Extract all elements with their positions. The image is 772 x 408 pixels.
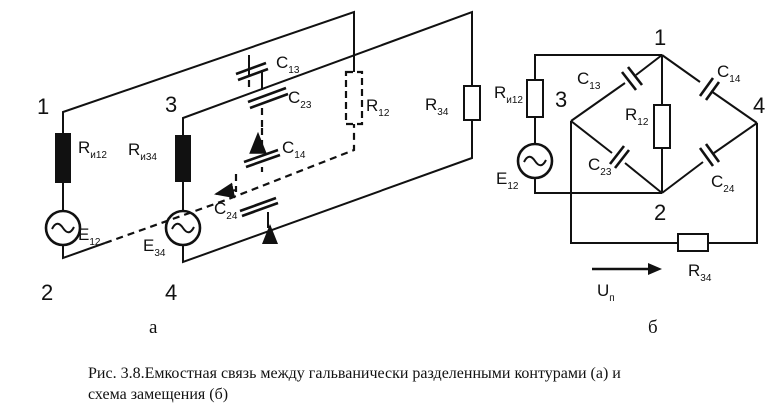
r34-label: R34 — [425, 95, 449, 118]
node-3-label: 3 — [165, 92, 177, 117]
resistor-ri12 — [55, 133, 71, 183]
r34-loop-wire — [570, 121, 758, 244]
node-4-label: 4 — [165, 280, 177, 305]
c24-label: C24 — [214, 199, 238, 222]
return-arrow — [214, 182, 237, 199]
figure-caption: Рис. 3.8.Емкостная связь между гальванич… — [88, 363, 768, 405]
resistor-ri12-b — [526, 79, 544, 118]
c13-label-b: C13 — [577, 69, 601, 92]
panel-a-letter: а — [149, 317, 158, 338]
resistor-r12 — [344, 70, 364, 126]
source-e34 — [164, 209, 202, 247]
ri12-label: Rи12 — [78, 138, 107, 161]
caption-line-2: схема замещения (б) — [88, 386, 229, 403]
c14-label-b: C14 — [717, 62, 741, 85]
c24-label-b: C24 — [711, 172, 735, 195]
resistor-r34 — [463, 85, 481, 121]
node-2-label: 2 — [41, 280, 53, 305]
un-label: Uп — [597, 281, 615, 304]
source-e12 — [44, 209, 82, 247]
voltage-un-arrowhead — [648, 263, 662, 275]
circuit-34-bottom-wire — [182, 120, 473, 264]
edge-1-3-c13 — [570, 54, 663, 122]
source-e12-b — [516, 142, 554, 180]
panel-a-circuit: 1 2 3 4 Rи12 Rи34 R12 R34 C13 C23 C14 C2… — [37, 10, 481, 338]
node-1-label: 1 — [37, 94, 49, 119]
resistor-r12-b — [653, 104, 671, 149]
c23-label: C23 — [288, 88, 312, 111]
capacitor-c14-b — [698, 77, 721, 101]
capacitor-c13 — [235, 55, 269, 92]
panel-b-letter: б — [648, 317, 658, 338]
edge-3-2-c23 — [570, 120, 663, 194]
panel-b-circuit: 1 2 3 4 Rи12 R12 R34 C13 C14 C23 C24 E12… — [494, 25, 765, 338]
circuit-34-top-wire — [182, 10, 473, 135]
ri12-label-b: Rи12 — [494, 83, 523, 106]
capacitor-c24 — [234, 174, 279, 228]
capacitor-c14 — [243, 128, 281, 172]
edge-1-4-c14 — [661, 54, 758, 124]
node-4-label-b: 4 — [753, 93, 765, 118]
caption-line-1: Рис. 3.8.Емкостная связь между гальванич… — [88, 365, 621, 382]
node-3-label-b: 3 — [555, 87, 567, 112]
e12-label: E12 — [78, 225, 101, 248]
resistor-r34-b — [677, 233, 709, 252]
r34-label-b: R34 — [688, 261, 712, 284]
c14-label: C14 — [282, 138, 306, 161]
node-1-label-b: 1 — [654, 25, 666, 50]
circuit-12-top-wire — [62, 10, 355, 133]
e12-label-b: E12 — [496, 169, 519, 192]
circuit-12-return-dashed — [104, 124, 356, 245]
capacitor-c23 — [247, 70, 289, 128]
e34-label: E34 — [143, 236, 166, 259]
edge-4-2-c24 — [661, 122, 758, 194]
c23-label-b: C23 — [588, 155, 612, 178]
node-2-label-b: 2 — [654, 200, 666, 225]
circuit-12-bottom-wire — [62, 242, 106, 260]
capacitor-c24-b — [698, 143, 721, 167]
r12-label: R12 — [366, 96, 390, 119]
source-branch-top — [534, 54, 662, 80]
resistor-ri34 — [175, 135, 191, 182]
ri34-label: Rи34 — [128, 140, 157, 163]
capacitor-c23-b — [608, 145, 631, 169]
capacitor-c13-b — [620, 66, 644, 91]
r12-label-b: R12 — [625, 105, 649, 128]
c13-label: C13 — [276, 53, 300, 76]
source-branch-bottom — [534, 178, 662, 194]
